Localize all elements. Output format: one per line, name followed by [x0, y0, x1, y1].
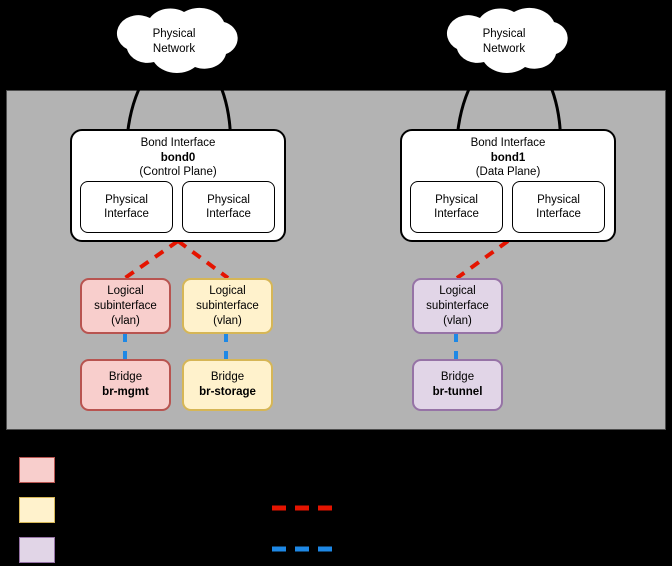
br-storage-name: br-storage [199, 386, 256, 398]
bond1-physical-interface-2[interactable]: Physical Interface [512, 181, 605, 233]
link-bond1-to-vlan-tunnel [455, 239, 510, 280]
vlan-tunnel-line1: Logical [439, 284, 476, 297]
logical-subinterface-storage[interactable]: Logical subinterface (vlan) [182, 278, 273, 334]
bond1-port1-line2: Interface [434, 208, 479, 220]
link-bond0-to-vlan-mgmt [123, 239, 180, 280]
bridge-br-storage[interactable]: Bridge br-storage [182, 359, 273, 411]
vlan-mgmt-line1: Logical [107, 284, 144, 297]
bond0-physical-interface-2[interactable]: Physical Interface [182, 181, 275, 233]
br-storage-label: Bridge [210, 371, 245, 383]
vlan-mgmt-line2: subinterface [94, 299, 157, 312]
vlan-storage-line3: (vlan) [213, 314, 242, 327]
cloud-right-shape [446, 7, 568, 73]
bond1-port2-line2: Interface [536, 208, 581, 220]
vlan-tunnel-line3: (vlan) [443, 314, 472, 327]
br-tunnel-name: br-tunnel [432, 386, 483, 398]
target-host-title: Target Host [294, 15, 366, 29]
bond0-port2-line1: Physical [207, 193, 250, 206]
vlan-tunnel-line2: subinterface [426, 299, 489, 312]
br-mgmt-name: br-mgmt [102, 386, 149, 398]
vlan-storage-line1: Logical [209, 284, 246, 297]
vlan-storage-line2: subinterface [196, 299, 259, 312]
bond0-port1-line1: Physical [105, 193, 148, 206]
bond1-port1-line1: Physical [435, 193, 478, 206]
bond0-port1-line2: Interface [104, 208, 149, 220]
logical-subinterface-tunnel[interactable]: Logical subinterface (vlan) [412, 278, 503, 334]
legend-swatch-storage [19, 497, 55, 523]
logical-subinterface-mgmt[interactable]: Logical subinterface (vlan) [80, 278, 171, 334]
legend-swatch-mgmt [19, 457, 55, 483]
bond0-physical-interface-1[interactable]: Physical Interface [80, 181, 173, 233]
legend-swatch-tunnel [19, 537, 55, 563]
br-tunnel-label: Bridge [440, 371, 475, 383]
vlan-mgmt-line3: (vlan) [111, 314, 140, 327]
bond0-port2-line2: Interface [206, 208, 251, 220]
bridge-br-mgmt[interactable]: Bridge br-mgmt [80, 359, 171, 411]
link-bond0-to-vlan-storage [176, 239, 230, 280]
cloud-left-shape [116, 7, 238, 73]
bridge-br-tunnel[interactable]: Bridge br-tunnel [412, 359, 503, 411]
bond1-port2-line1: Physical [537, 193, 580, 206]
bond1-physical-interface-1[interactable]: Physical Interface [410, 181, 503, 233]
br-mgmt-label: Bridge [108, 371, 143, 383]
